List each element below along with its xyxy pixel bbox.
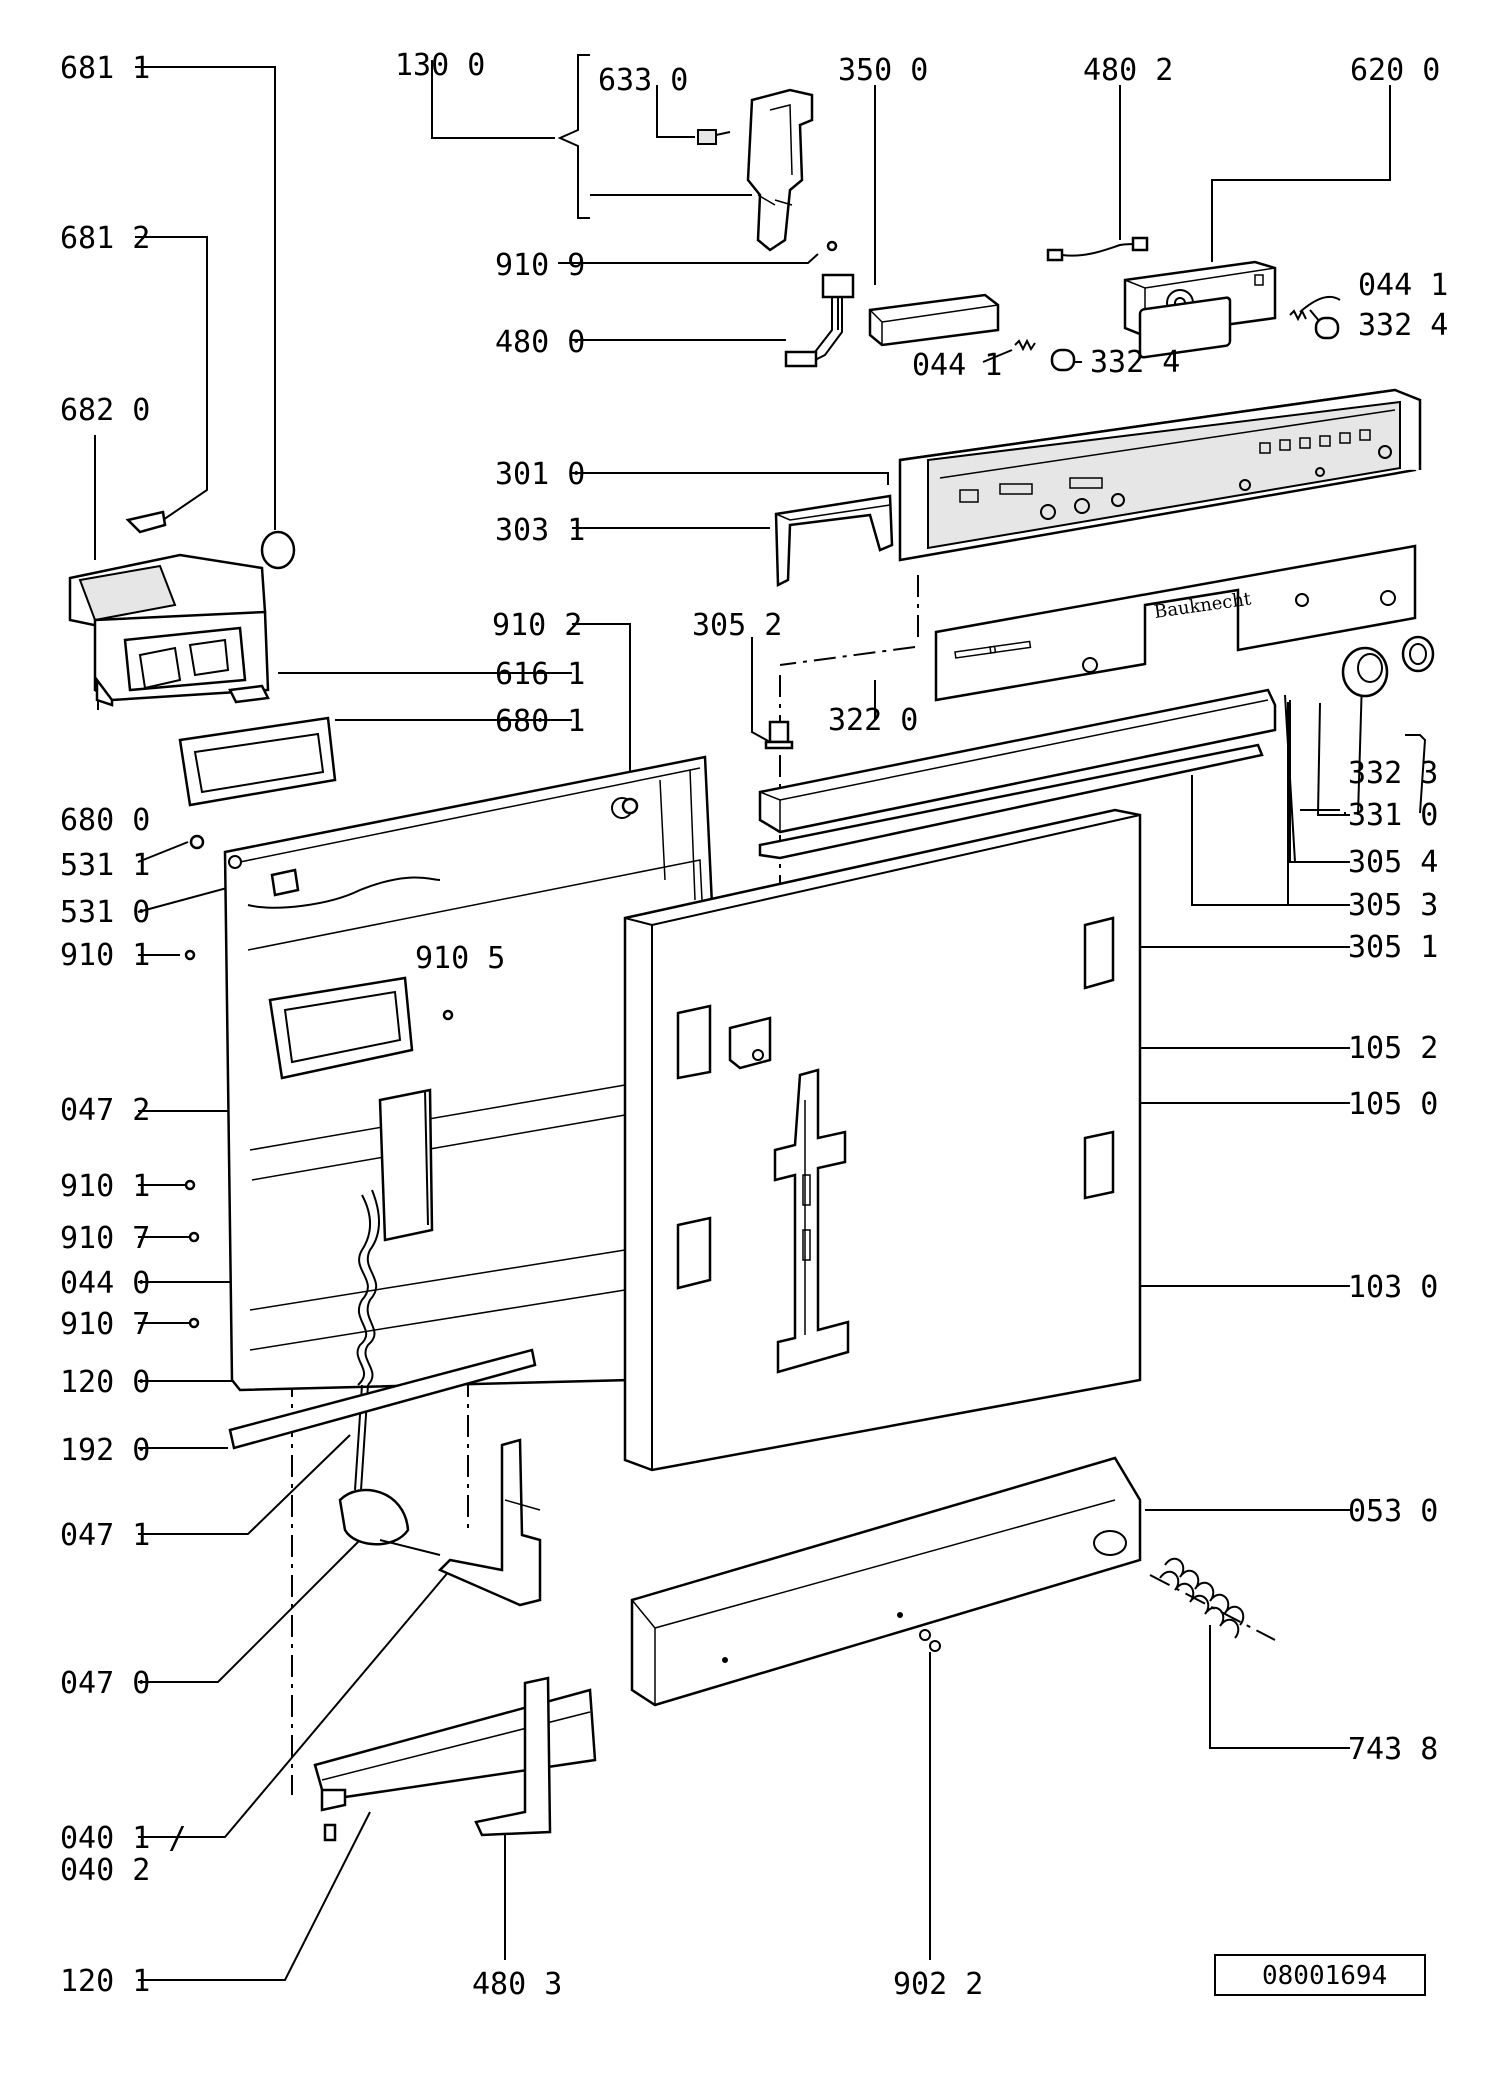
label-681-1: 681 1 [60,51,150,86]
label-531-0: 531 0 [60,895,150,930]
door-lock-switch-assembly [697,88,814,252]
label-301-0: 301 0 [495,457,585,492]
label-040-1: 040 1 / [60,1821,186,1856]
label-910-1b: 910 1 [60,1169,150,1204]
label-044-1b: 044 1 [912,348,1002,383]
strip-192-0 [228,1348,537,1450]
bracket-040 [437,1438,542,1607]
label-305-2: 305 2 [692,608,782,643]
label-044-1a: 044 1 [1358,268,1448,303]
label-620-0: 620 0 [1350,53,1440,88]
cable-480-2 [1046,236,1149,262]
label-331-0: 331 0 [1348,798,1438,833]
gasket-680-1 [178,716,337,807]
outer-door-103-0 [623,808,1142,1472]
label-130-0: 130 0 [395,48,485,83]
dispenser-680-0 [68,510,296,707]
callout-labels: 681 1 681 2 682 0 680 0 531 1 531 0 910 … [60,48,1448,2002]
label-633-0: 633 0 [598,63,688,98]
label-305-3: 305 3 [1348,888,1438,923]
label-047-0: 047 0 [60,1666,150,1701]
rails-305 [758,688,1277,860]
part-305-2 [764,720,794,750]
label-305-4: 305 4 [1348,845,1438,880]
label-910-2: 910 2 [492,608,582,643]
spring-knob-middle [1014,338,1076,372]
screw-910-2 [621,797,639,815]
wiring-harness-480-0 [784,273,855,368]
label-531-1: 531 1 [60,848,150,883]
label-047-2: 047 2 [60,1093,150,1128]
label-332-3: 332 3 [1348,756,1438,791]
label-910-7b: 910 7 [60,1307,150,1342]
label-681-2: 681 2 [60,221,150,256]
label-910-5: 910 5 [415,941,505,976]
label-910-7a: 910 7 [60,1221,150,1256]
document-number-box: 08001694 [1214,1954,1426,1996]
bracket-350-0 [868,293,1000,347]
label-053-0: 053 0 [1348,1494,1438,1529]
part-616-1 [228,684,270,704]
label-040-2: 040 2 [60,1853,150,1888]
knobs-331-332 [1341,635,1435,698]
label-044-0: 044 0 [60,1266,150,1301]
label-910-9: 910 9 [495,248,585,283]
label-120-0: 120 0 [60,1365,150,1400]
label-332-4b: 332 4 [1090,345,1180,380]
kick-plate-053-0 [630,1456,1142,1707]
label-480-2: 480 2 [1083,53,1173,88]
label-047-1: 047 1 [60,1518,150,1553]
label-350-0: 350 0 [838,53,928,88]
label-105-2: 105 2 [1348,1031,1438,1066]
document-number: 08001694 [1262,1961,1387,1991]
label-305-1: 305 1 [1348,930,1438,965]
inner-door-120-0 [223,755,714,1392]
label-743-8: 743 8 [1348,1732,1438,1767]
spring-knob-right [1289,308,1340,340]
leader-lines [94,54,1427,1981]
label-682-0: 682 0 [60,393,150,428]
control-panel-301-0 [898,296,1422,562]
spring-743-8 [1159,1557,1245,1639]
label-480-3: 480 3 [472,1967,562,2002]
label-480-0: 480 0 [495,325,585,360]
label-105-0: 105 0 [1348,1087,1438,1122]
label-192-0: 192 0 [60,1433,150,1468]
screw-910-9 [826,240,838,252]
label-303-1: 303 1 [495,513,585,548]
screws-left [184,834,454,1329]
label-332-4a: 332 4 [1358,308,1448,343]
part-902-2 [919,1629,941,1652]
lower-bracket-120-1 [313,1676,597,1842]
label-103-0: 103 0 [1348,1270,1438,1305]
handle-bracket-303-1 [774,494,894,587]
label-616-1: 616 1 [495,657,585,692]
label-680-1: 680 1 [495,704,585,739]
label-910-1a: 910 1 [60,938,150,973]
label-902-2: 902 2 [893,1967,983,2002]
label-680-0: 680 0 [60,803,150,838]
label-322-0: 322 0 [828,703,918,738]
label-120-1: 120 1 [60,1964,150,1999]
